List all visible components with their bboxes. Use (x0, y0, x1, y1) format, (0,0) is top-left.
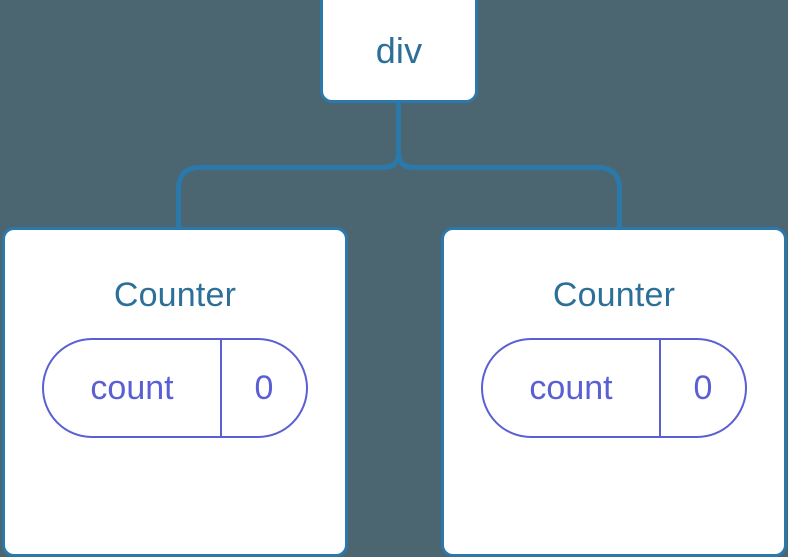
state-pill-count-1[interactable]: count 0 (481, 338, 747, 438)
node-component-label: Counter (552, 276, 676, 314)
state-value-label: 0 (693, 369, 713, 407)
edge-split-left (200, 149, 401, 170)
node-component-counter-1[interactable]: Counter count 0 (441, 227, 787, 557)
edge-to-child-0 (176, 165, 201, 229)
state-value-label: 0 (254, 369, 274, 407)
node-root-div[interactable]: div (320, 0, 478, 103)
edge-split-right (396, 149, 598, 170)
connector-edges (176, 102, 622, 229)
node-component-label: Counter (113, 276, 237, 314)
node-root-label: div (375, 29, 423, 71)
state-key-label: count (483, 340, 661, 436)
node-component-counter-0[interactable]: Counter count 0 (2, 227, 348, 557)
state-pill-count-0[interactable]: count 0 (42, 338, 308, 438)
state-key-label: count (44, 340, 222, 436)
edge-to-child-1 (597, 165, 622, 229)
